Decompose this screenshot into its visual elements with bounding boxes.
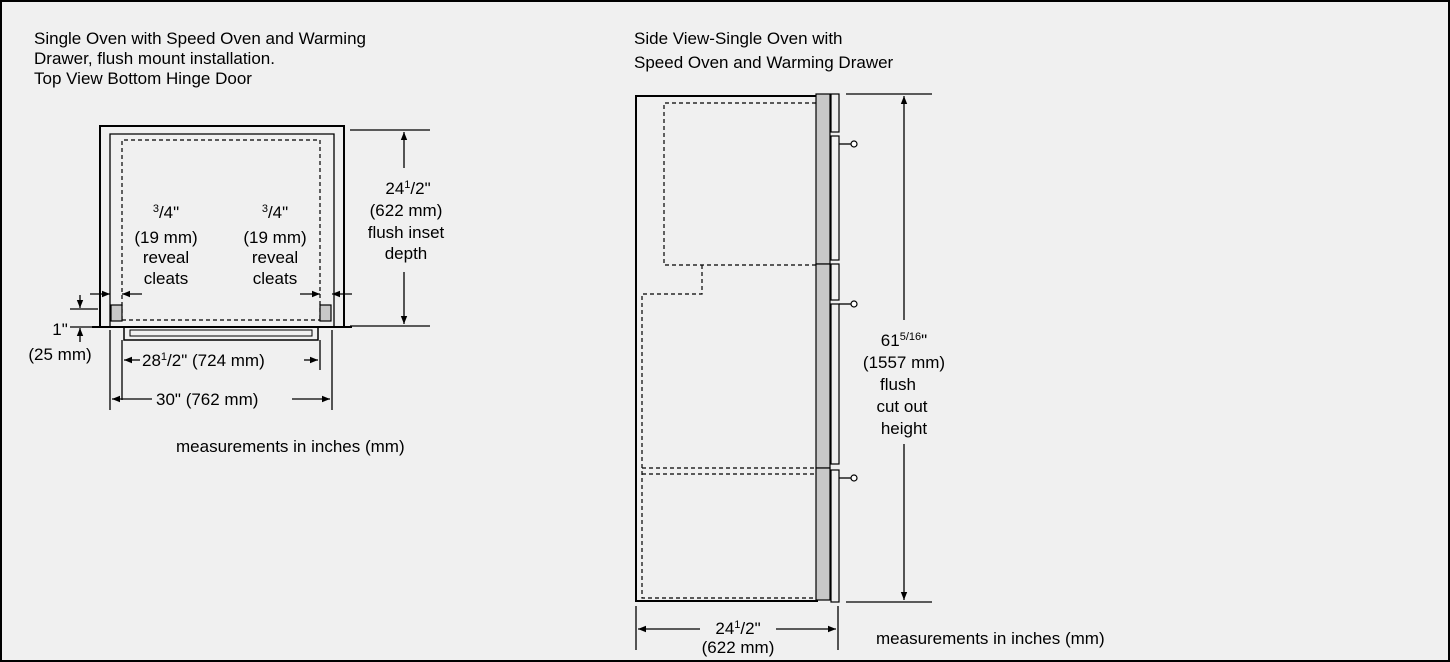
side-view-title-line-2: Speed Oven and Warming Drawer xyxy=(634,53,894,72)
depth-frac-num: 1 xyxy=(404,179,410,191)
svg-text:241/2": 241/2" xyxy=(715,619,760,638)
depth-label-1: flush inset xyxy=(368,223,445,242)
svg-text:241/2": 241/2" xyxy=(385,179,430,198)
depth-whole: 24 xyxy=(385,179,404,198)
reveal-right-frac-den: 4" xyxy=(273,203,289,222)
height-dimension: 615/16" (1557 mm) flush cut out height xyxy=(846,93,945,603)
side-view-title: Side View-Single Oven with Speed Oven an… xyxy=(634,29,894,72)
depth-label-2: depth xyxy=(385,244,428,263)
side-depth-frac-num: 1 xyxy=(734,619,740,631)
reveal-right-label: 3/4" (19 mm) reveal cleats xyxy=(243,203,306,288)
svg-text:30" (762 mm): 30" (762 mm) xyxy=(156,390,258,409)
inner-width-mm: (724 mm) xyxy=(192,351,265,370)
svg-text:3/4": 3/4" xyxy=(262,203,288,222)
top-view-title-line-1: Single Oven with Speed Oven and Warming xyxy=(34,29,366,48)
side-depth-whole: 24 xyxy=(715,619,734,638)
inner-width-frac-num: 1 xyxy=(161,351,167,363)
right-cleat xyxy=(319,304,332,322)
height-frac-den-part: 16 xyxy=(909,331,921,343)
depth-mm: (622 mm) xyxy=(370,201,443,220)
height-frac-num: 5 xyxy=(900,331,906,343)
left-cleat xyxy=(110,304,123,322)
inner-width-frac-den: 2" xyxy=(172,351,188,370)
door-handle-icon xyxy=(839,300,858,308)
top-view-title-line-3: Top View Bottom Hinge Door xyxy=(34,69,252,88)
height-label-1: flush xyxy=(880,375,916,394)
svg-text:3/4": 3/4" xyxy=(153,203,179,222)
svg-text:281/2" (724 mm): 281/2" (724 mm) xyxy=(142,351,265,370)
depth-dimension: 241/2" (622 mm) flush inset depth xyxy=(350,129,445,327)
reveal-left-frac-num: 3 xyxy=(153,203,159,215)
outer-width-inch: 30" xyxy=(156,390,181,409)
side-view-cabinet xyxy=(635,93,858,603)
drawer-handle-icon xyxy=(839,474,858,482)
depth-frac-den: 2" xyxy=(415,179,431,198)
oven-door-side xyxy=(815,263,831,469)
left-units-note: measurements in inches (mm) xyxy=(176,437,405,456)
svg-text:615/16": 615/16" xyxy=(881,331,927,350)
height-mm: (1557 mm) xyxy=(863,353,945,372)
side-view-title-line-1: Side View-Single Oven with xyxy=(634,29,843,48)
door-handle-icon xyxy=(839,140,858,148)
reveal-left-label: 3/4" (19 mm) reveal cleats xyxy=(134,203,197,288)
reveal-left-frac-den: 4" xyxy=(164,203,180,222)
reveal-left-mm: (19 mm) xyxy=(134,228,197,247)
inner-width-whole: 28 xyxy=(142,351,161,370)
top-view-title-line-2: Drawer, flush mount installation. xyxy=(34,49,275,68)
side-depth-dimension: 241/2" (622 mm) xyxy=(635,606,839,657)
reveal-right-label-2: cleats xyxy=(253,269,297,288)
warming-drawer-front xyxy=(815,467,831,601)
right-units-note: measurements in inches (mm) xyxy=(876,629,1105,648)
offset-dimension: 1" (25 mm) xyxy=(28,295,98,364)
reveal-right-label-1: reveal xyxy=(252,248,298,267)
oven-door xyxy=(123,326,319,341)
inner-width-dimension: 281/2" (724 mm) xyxy=(121,340,321,400)
side-depth-frac-den: 2" xyxy=(745,619,761,638)
reveal-left-label-1: reveal xyxy=(143,248,189,267)
top-view-title: Single Oven with Speed Oven and Warming … xyxy=(34,29,366,88)
outer-width-dimension: 30" (762 mm) xyxy=(109,330,333,410)
height-label-2: cut out xyxy=(876,397,927,416)
offset-inch: 1" xyxy=(52,320,68,339)
height-label-3: height xyxy=(881,419,928,438)
speed-oven-door xyxy=(815,93,831,265)
height-whole: 61 xyxy=(881,331,900,350)
reveal-right-mm: (19 mm) xyxy=(243,228,306,247)
reveal-right-frac-num: 3 xyxy=(262,203,268,215)
outer-width-mm: (762 mm) xyxy=(186,390,259,409)
reveal-left-label-2: cleats xyxy=(144,269,188,288)
top-view-cabinet xyxy=(92,125,352,341)
side-depth-mm: (622 mm) xyxy=(702,638,775,657)
offset-mm: (25 mm) xyxy=(28,345,91,364)
